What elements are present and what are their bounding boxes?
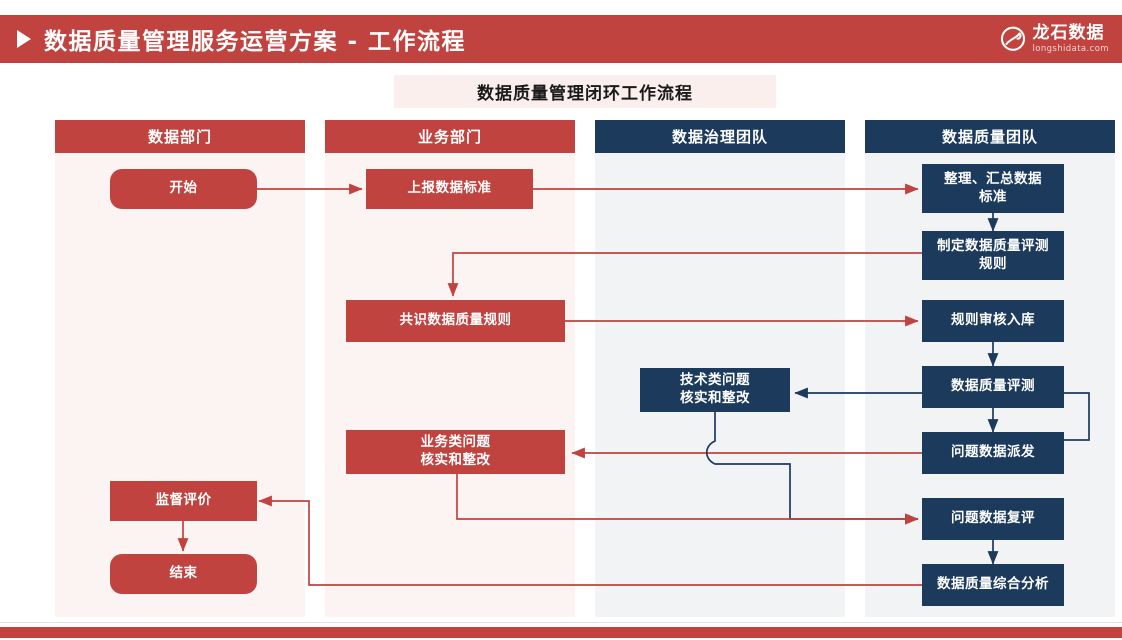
diagram-title-banner: 数据质量管理闭环工作流程 — [394, 75, 776, 108]
node-make-rule-line1: 制定数据质量评测 — [937, 237, 1049, 254]
longshi-logo-icon — [1001, 26, 1026, 52]
node-supervision-evaluation[interactable]: 监督评价 — [110, 481, 257, 521]
swimlane-header-business-department: 业务部门 — [325, 120, 575, 153]
brand-name-cn: 龙石数据 — [1032, 22, 1105, 43]
footer-divider — [0, 622, 1122, 623]
node-business-issue-fix-line1: 业务类问题 — [420, 434, 491, 451]
node-report-standard[interactable]: 上报数据标准 — [366, 169, 533, 209]
node-issue-dispatch[interactable]: 问题数据派发 — [922, 432, 1064, 474]
node-technical-issue-fix-line1: 技术类问题 — [680, 372, 750, 389]
swimlane-header-quality-team: 数据质量团队 — [865, 120, 1115, 153]
slide-footer-bar — [0, 627, 1122, 638]
play-triangle-icon — [17, 30, 31, 48]
node-collect-standard[interactable]: 整理、汇总数据 标准 — [922, 164, 1064, 213]
node-start[interactable]: 开始 — [110, 169, 257, 209]
brand-logo: 龙石数据 longshidata.com — [1000, 22, 1109, 54]
node-technical-issue-fix-line2: 核实和整改 — [680, 390, 750, 406]
brand-name-en: longshidata.com — [1032, 43, 1109, 54]
node-collect-standard-line2: 标准 — [979, 188, 1007, 205]
node-rule-audit[interactable]: 规则审核入库 — [922, 300, 1064, 342]
node-collect-standard-line1: 整理、汇总数据 — [944, 170, 1042, 187]
swimlane-body-data-department — [55, 153, 305, 617]
node-make-rule[interactable]: 制定数据质量评测 规则 — [922, 231, 1064, 280]
swimlane-body-business-department — [325, 153, 575, 617]
swimlane-header-governance-team: 数据治理团队 — [595, 120, 845, 153]
node-end[interactable]: 结束 — [110, 554, 257, 594]
slide-header-bar: 数据质量管理服务运营方案 - 工作流程 龙石数据 longshidata.com — [0, 15, 1122, 63]
node-make-rule-line2: 规则 — [979, 255, 1007, 272]
node-consensus-rule[interactable]: 共识数据质量规则 — [346, 300, 565, 342]
node-business-issue-fix[interactable]: 业务类问题 核实和整改 — [346, 430, 565, 474]
brand-text: 龙石数据 longshidata.com — [1032, 22, 1109, 54]
node-issue-review[interactable]: 问题数据复评 — [922, 498, 1064, 540]
node-business-issue-fix-line2: 核实和整改 — [420, 452, 491, 468]
diagram-title: 数据质量管理闭环工作流程 — [477, 84, 693, 104]
swimlane-header-data-department: 数据部门 — [55, 120, 305, 153]
node-quality-assessment[interactable]: 数据质量评测 — [922, 366, 1064, 408]
node-comprehensive-analysis[interactable]: 数据质量综合分析 — [922, 564, 1064, 606]
node-technical-issue-fix[interactable]: 技术类问题 核实和整改 — [640, 368, 790, 412]
page-title: 数据质量管理服务运营方案 - 工作流程 — [44, 29, 467, 55]
